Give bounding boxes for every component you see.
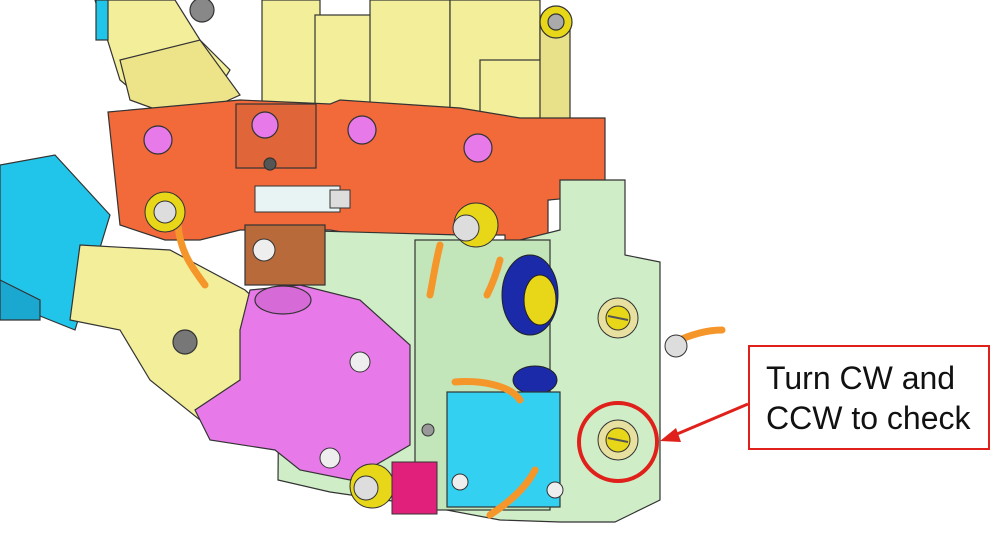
callout-arrow <box>660 402 749 442</box>
orange-wires <box>174 221 726 519</box>
callout-line-2: CCW to check <box>766 399 971 436</box>
callout-line-1: Turn CW and <box>766 359 956 396</box>
adjustment-screws <box>597 297 639 461</box>
white-pin <box>254 185 351 213</box>
screws <box>144 191 688 515</box>
highlight-circle <box>577 401 659 483</box>
magenta-link <box>194 284 411 481</box>
orange-palm-block <box>107 99 606 249</box>
callout-box: Turn CW and CCW to check <box>748 345 990 450</box>
cyan-block <box>446 391 561 508</box>
blue-bearing <box>501 254 559 395</box>
